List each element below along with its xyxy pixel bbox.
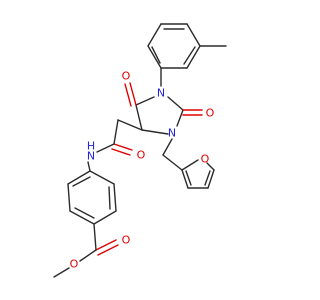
tolyl-ring — [147, 23, 227, 69]
bond — [186, 23, 201, 47]
atom-nh-amide: H N — [87, 140, 95, 163]
atom-o-furan: O — [201, 153, 210, 166]
bond — [79, 249, 97, 262]
ketone-double-bond — [124, 83, 132, 107]
atom-n-furfuryl: N — [168, 127, 176, 140]
bond — [96, 143, 115, 153]
bond-inner — [72, 176, 91, 187]
atom-o-urea: O — [206, 107, 215, 120]
methoxy-bond — [53, 267, 70, 278]
ester-double-bond — [97, 244, 119, 256]
ketone-double-bond — [129, 82, 137, 106]
bond — [113, 119, 119, 145]
bond — [141, 129, 169, 135]
bond — [113, 183, 117, 212]
bond — [69, 210, 95, 225]
atom-o-amide: O — [137, 149, 146, 162]
bond — [162, 138, 173, 156]
bond — [147, 23, 162, 47]
bond-inner — [204, 170, 211, 186]
hydantoin-ring — [124, 82, 203, 135]
bond — [67, 170, 91, 185]
atom-o-ester-carbonyl: O — [122, 234, 131, 247]
atom-o-ester-alkoxy: O — [70, 258, 79, 271]
bond-inner — [183, 46, 196, 65]
atom-n-aryl: N — [157, 87, 165, 100]
bond — [67, 183, 71, 212]
amide-double-bond — [113, 143, 133, 151]
bond — [181, 169, 189, 189]
bond — [89, 170, 115, 185]
molecule-structure: N N O O O O O O H N — [53, 23, 227, 278]
bond — [176, 109, 184, 127]
atom-o-ketone: O — [122, 70, 131, 83]
acetamide-linker — [96, 119, 143, 156]
bond — [186, 45, 201, 69]
bond — [162, 154, 183, 171]
bond — [147, 45, 162, 69]
benzoate-ring — [67, 170, 117, 225]
methyl-ester — [53, 223, 119, 278]
amide-double-bond — [111, 148, 131, 156]
bond-inner — [74, 207, 95, 219]
atom-n-label: N — [87, 150, 95, 163]
atom-h-label: H — [87, 140, 95, 153]
bond — [135, 104, 143, 131]
bond — [87, 161, 91, 172]
bond — [206, 162, 215, 171]
bond — [93, 210, 117, 225]
bond — [207, 169, 215, 189]
bond — [93, 223, 97, 251]
bond-inner — [108, 186, 111, 210]
bond — [181, 159, 199, 171]
bond — [117, 119, 143, 131]
bond — [167, 96, 184, 111]
bond — [135, 96, 155, 106]
ester-double-bond — [95, 239, 117, 251]
bond-inner — [151, 46, 161, 64]
bond-inner — [185, 170, 192, 186]
furfuryl-group — [162, 138, 215, 189]
